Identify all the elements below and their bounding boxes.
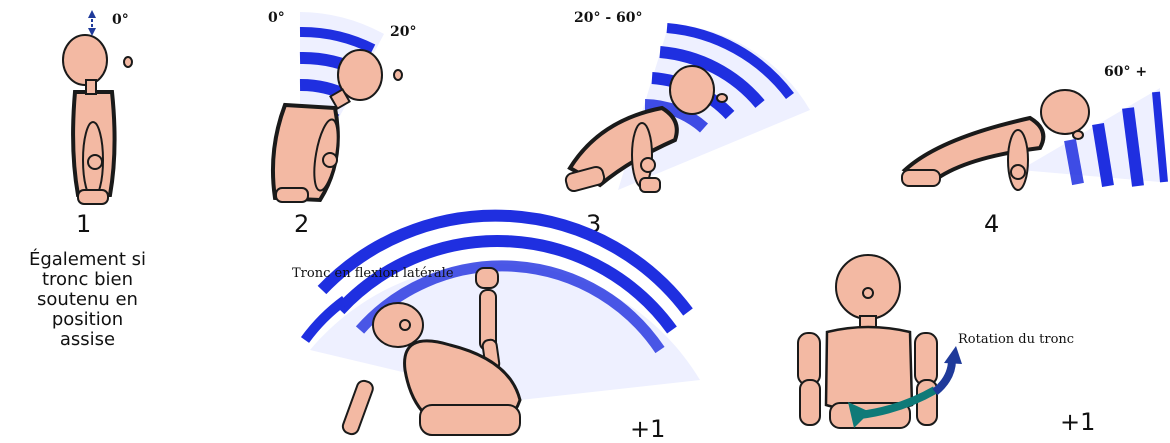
panel-1-note: Également si tronc bien soutenu en posit…: [0, 250, 175, 350]
rotation-panel: Rotation du tronc +1: [798, 255, 1095, 436]
panel-1: 0° 1: [63, 10, 132, 238]
rotation-label: Rotation du tronc: [958, 332, 1074, 347]
angle-label-3: 20° - 60°: [574, 10, 643, 26]
panel-2: 0° 20° 2: [268, 10, 416, 238]
angle-label-4: 60° +: [1104, 64, 1147, 80]
lateral-flexion-panel: Tronc en flexion latérale +1: [292, 216, 700, 443]
panel-4: 60° + 4: [902, 64, 1164, 238]
lateral-flexion-score: +1: [630, 415, 665, 443]
figure-deep-bend: [902, 90, 1089, 190]
panel-number-4: 4: [984, 210, 999, 238]
panel-3: 20° - 60° 3: [564, 10, 810, 238]
figure-slight-bend: [273, 50, 402, 202]
zero-marker: [88, 10, 96, 36]
figure-upright: [63, 35, 132, 204]
angle-label-2-end: 20°: [390, 24, 416, 40]
panel-number-1: 1: [76, 210, 91, 238]
angle-label-1: 0°: [112, 12, 129, 28]
angle-label-2-start: 0°: [268, 10, 285, 26]
rotation-score: +1: [1060, 408, 1095, 436]
panel-number-2: 2: [294, 210, 309, 238]
lateral-flexion-label: Tronc en flexion latérale: [292, 266, 454, 281]
